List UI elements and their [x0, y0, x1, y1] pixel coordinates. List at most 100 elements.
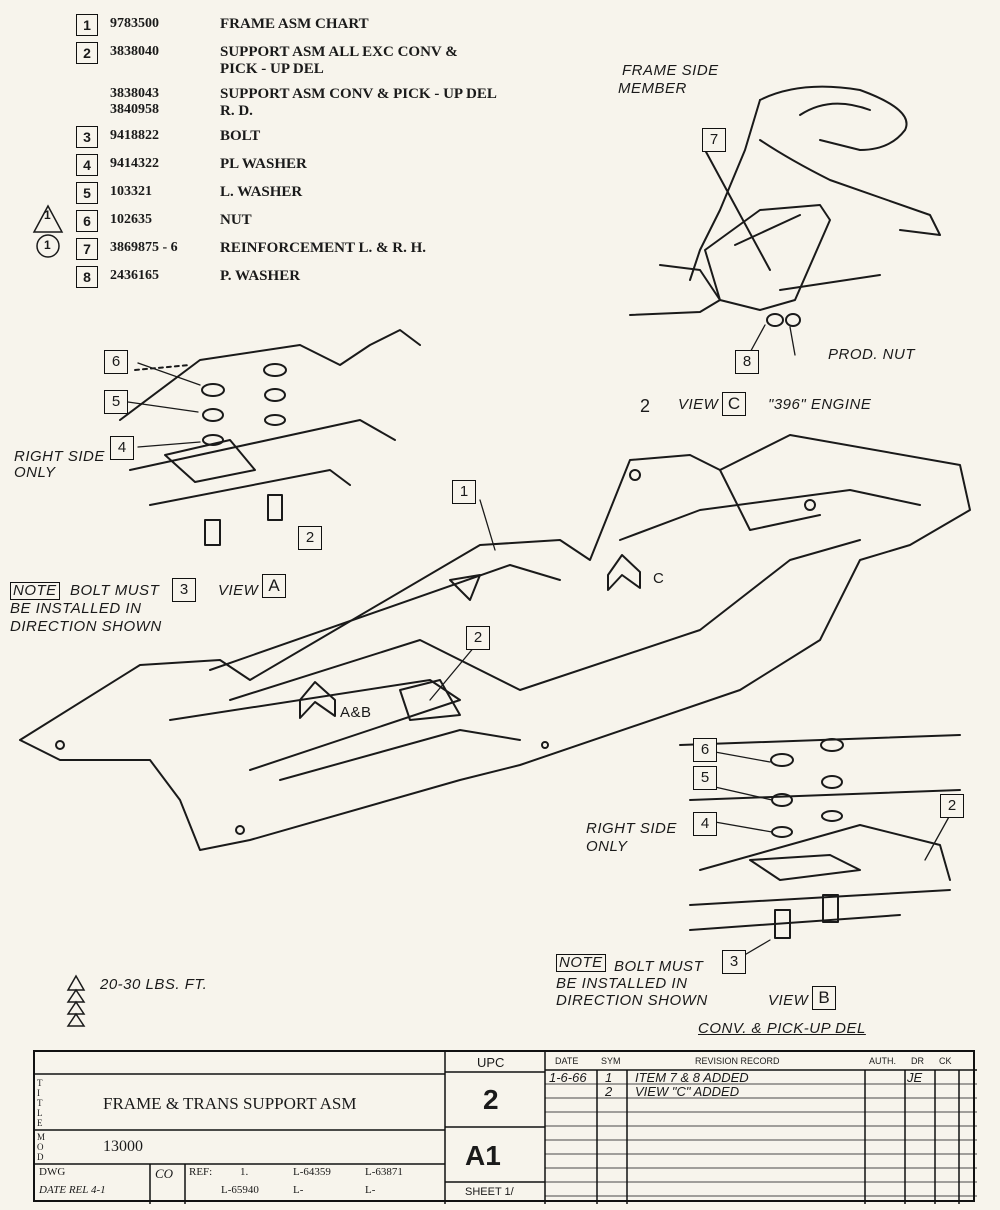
dwg-label: DWG: [39, 1166, 66, 1178]
view-c-letter: C: [722, 392, 746, 416]
co-value: CO: [155, 1166, 174, 1181]
direction-arrow-c: [607, 554, 641, 591]
rev-sym: 1: [605, 1070, 613, 1085]
view-a-bolt-line1: BOLT MUST: [70, 582, 160, 599]
rev-header-record: REVISION RECORD: [695, 1056, 780, 1066]
part-number: 3838040: [110, 44, 159, 59]
view-b-callout-2: 2: [940, 794, 964, 818]
parts-row: 7 3869875 - 6 REINFORCEMENT L. & R. H.: [0, 238, 560, 264]
view-a-bolt-line3: DIRECTION SHOWN: [10, 618, 162, 635]
part-description: NUT: [220, 212, 252, 228]
item-number-box: 3: [76, 126, 98, 148]
ref-2: L-64359: [293, 1166, 331, 1178]
part-description-cont: R. D.: [220, 103, 253, 119]
view-b-caption: CONV. & PICK-UP DEL: [698, 1020, 866, 1037]
prod-nut-label: PROD. NUT: [828, 346, 915, 363]
date-rel: DATE REL 4-1: [39, 1184, 106, 1196]
view-b-callout-3: 3: [722, 950, 746, 974]
torque-triangles: [66, 974, 86, 1027]
parts-row: 2 3838040 SUPPORT ASM ALL EXC CONV &PICK -…: [0, 42, 560, 77]
view-a-bolt-line2: BE INSTALLED IN: [10, 600, 142, 617]
view-a-callout-3: 3: [172, 578, 196, 602]
frame-callout-1: 1: [452, 480, 476, 504]
direction-arrow-ab: [299, 681, 336, 719]
item-number-box: 7: [76, 238, 98, 260]
ref-label: REF:: [189, 1166, 213, 1178]
frame-callout-2: 2: [466, 626, 490, 650]
part-number: 102635: [110, 212, 152, 227]
rev-header-ck: CK: [939, 1056, 952, 1066]
frame-side-label: FRAME SIDE: [622, 62, 719, 79]
part-number: 3869875 - 6: [110, 240, 178, 255]
part-description: L. WASHER: [220, 184, 303, 200]
rev-header-sym: SYM: [601, 1056, 621, 1066]
part-number-alt: 3840958: [110, 102, 159, 117]
view-a-only: ONLY: [14, 464, 56, 481]
upc-value: 2: [483, 1084, 499, 1115]
mod-label: MOD: [37, 1132, 46, 1162]
view-a-letter: A: [262, 574, 286, 598]
rev-dr: JE: [907, 1070, 923, 1085]
view-b-bolt-line3: DIRECTION SHOWN: [556, 992, 708, 1009]
view-c-illustration: [629, 85, 941, 327]
group-value: A1: [465, 1140, 501, 1171]
part-number: 9418822: [110, 128, 159, 143]
title-label: TITLE: [37, 1078, 43, 1128]
mod-value: 13000: [103, 1138, 143, 1155]
rev-mark-label: 1: [44, 238, 51, 252]
engine-label: "396" ENGINE: [768, 396, 872, 413]
view-c-number: 2: [640, 396, 651, 416]
parts-row: 5 103321 L. WASHER: [0, 182, 560, 208]
part-description: SUPPORT ASM CONV & PICK - UP DEL: [220, 86, 497, 102]
revision-circle-marker: [36, 234, 60, 258]
item-number-box: 2: [76, 42, 98, 64]
torque-mark-label: 1: [44, 208, 51, 222]
title-value: FRAME & TRANS SUPPORT ASM: [103, 1094, 357, 1113]
view-a-right-side: RIGHT SIDE: [14, 448, 105, 465]
part-description: FRAME ASM CHART: [220, 16, 369, 32]
callout-8: 8: [735, 350, 759, 374]
view-b-bolt-line2: BE INSTALLED IN: [556, 975, 688, 992]
rev-header-date: DATE: [555, 1056, 579, 1066]
arrow-c-label: C: [653, 570, 665, 587]
member-label: MEMBER: [618, 80, 687, 97]
title-block-grid: [35, 1052, 977, 1204]
arrow-ab-label: A&B: [340, 704, 372, 721]
item-number-box: 1: [76, 14, 98, 36]
upc-label: UPC: [477, 1055, 505, 1070]
part-number: 3838043: [110, 86, 159, 101]
part-description: REINFORCEMENT L. & R. H.: [220, 240, 426, 256]
view-b-bolt-line1: BOLT MUST: [614, 958, 704, 975]
item-number-box: 5: [76, 182, 98, 204]
part-description: SUPPORT ASM ALL EXC CONV &: [220, 44, 458, 60]
ref-5: L-: [293, 1184, 304, 1196]
part-description: BOLT: [220, 128, 261, 144]
sheet-label: SHEET 1/: [465, 1186, 514, 1198]
part-description: P. WASHER: [220, 268, 301, 284]
view-a-callout-2: 2: [298, 526, 322, 550]
rev-date: 1-6-66: [549, 1070, 587, 1085]
part-description-cont: PICK - UP DEL: [220, 61, 324, 77]
rev-header-auth: AUTH.: [869, 1056, 896, 1066]
leader-lines: [127, 324, 951, 961]
view-b-callout-5: 5: [693, 766, 717, 790]
ref-6: L-: [365, 1184, 376, 1196]
part-number: 103321: [110, 184, 152, 199]
rev-text: VIEW "C" ADDED: [635, 1084, 740, 1099]
view-a-callout-5: 5: [104, 390, 128, 414]
revision-triangle-marker: [32, 204, 64, 233]
part-description: PL WASHER: [220, 156, 307, 172]
ref-3: L-63871: [365, 1166, 403, 1178]
view-b-letter: B: [812, 986, 836, 1010]
view-b-right-side: RIGHT SIDE: [586, 820, 677, 837]
part-number: 2436165: [110, 268, 159, 283]
view-a-label: VIEW: [218, 582, 259, 599]
view-b-label: VIEW: [768, 992, 809, 1009]
rev-sym: 2: [605, 1084, 613, 1099]
view-a-callout-4: 4: [110, 436, 134, 460]
title-block: TITLE FRAME & TRANS SUPPORT ASM MOD 1300…: [33, 1050, 977, 1204]
